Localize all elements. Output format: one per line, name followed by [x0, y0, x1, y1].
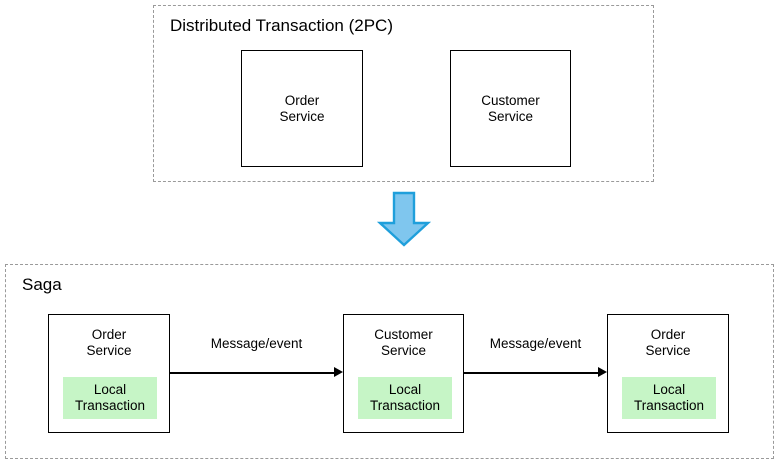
saga-service-box-order-1[interactable]: Order Service Local Transaction	[48, 314, 170, 433]
saga-connector-arrow-1-head	[334, 367, 343, 377]
saga-service-box-customer[interactable]: Customer Service Local Transaction	[343, 314, 464, 433]
top-service-box-customer-label: Customer Service	[481, 93, 540, 124]
saga-connector-label-1: Message/event	[210, 336, 303, 351]
distributed-transaction-group	[153, 5, 654, 182]
saga-connector-arrow-1	[170, 367, 343, 379]
saga-service-box-order-2[interactable]: Order Service Local Transaction	[607, 314, 729, 433]
saga-service-box-order-1-label: Order Service	[86, 327, 132, 358]
saga-local-transaction-1: Local Transaction	[63, 377, 157, 419]
saga-service-box-customer-label: Customer Service	[374, 327, 433, 358]
saga-service-box-order-2-label: Order Service	[645, 327, 691, 358]
saga-connector-label-2: Message/event	[489, 336, 582, 351]
saga-connector-arrow-2-shaft	[464, 372, 598, 374]
saga-local-transaction-3: Local Transaction	[622, 377, 716, 419]
saga-local-transaction-2: Local Transaction	[358, 377, 452, 419]
top-service-box-customer[interactable]: Customer Service	[450, 50, 571, 167]
top-service-box-order[interactable]: Order Service	[241, 50, 363, 167]
saga-group	[5, 264, 774, 459]
saga-connector-arrow-1-shaft	[170, 372, 334, 374]
top-service-box-order-label: Order Service	[279, 93, 325, 124]
distributed-transaction-group-label: Distributed Transaction (2PC)	[170, 16, 393, 35]
saga-connector-arrow-2-head	[598, 367, 607, 377]
saga-connector-arrow-2	[464, 367, 607, 379]
saga-group-label: Saga	[22, 275, 62, 294]
down-block-arrow-icon	[376, 191, 432, 247]
